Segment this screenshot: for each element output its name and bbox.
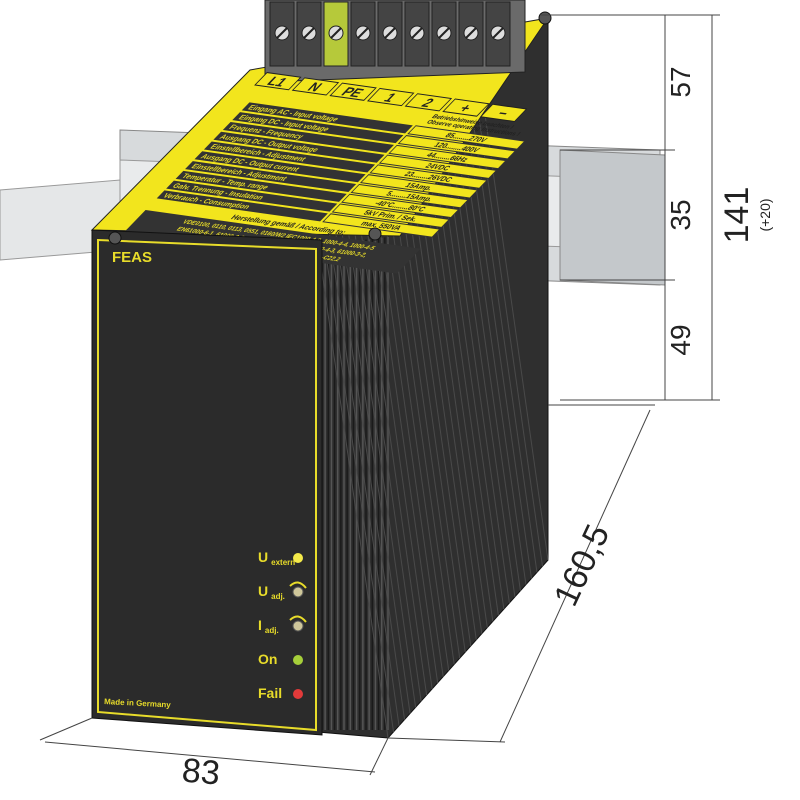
dim-top: 57 (665, 66, 696, 97)
potentiometer-icon[interactable] (292, 620, 304, 632)
terminal-label: N (291, 77, 340, 96)
terminal-block (264, 0, 526, 83)
dim-height-extra: (+20) (757, 198, 773, 231)
dim-depth: 160,5 (547, 519, 617, 612)
brand-logo: FEAS (112, 249, 152, 266)
made-in-germany: Made in Germany (104, 697, 172, 710)
terminal (323, 1, 349, 67)
terminal-label: PE (329, 82, 377, 101)
fin-edge (356, 199, 428, 696)
fin-edge (317, 242, 389, 739)
screw-icon (538, 11, 552, 25)
fin-edge (323, 236, 395, 732)
svg-text:15Amp.: 15Amp. (403, 181, 435, 192)
dim-width: 83 (180, 751, 221, 792)
front-panel (91, 229, 323, 736)
potentiometer-icon[interactable] (292, 586, 304, 598)
fin-edge (394, 156, 466, 653)
fin-edge (345, 212, 417, 708)
screw-icon (108, 231, 122, 245)
terminal-label: + (442, 98, 490, 117)
led-green-icon (293, 655, 303, 665)
terminal-label: L1 (254, 72, 302, 91)
dim-rail: 35 (665, 199, 696, 230)
fin-edge (350, 206, 422, 702)
fin-edge (361, 193, 433, 689)
label-row: Temperatur - Temp. range-40°C........80°… (175, 170, 460, 219)
svg-text:24VDC: 24VDC (423, 162, 452, 172)
terminal-label: 1 (366, 87, 415, 107)
fin-edge (460, 83, 532, 579)
svg-text:On: On (258, 651, 277, 667)
terminal-label: − (479, 103, 528, 122)
front-panel-border (97, 238, 317, 732)
indicator-on: On (258, 651, 303, 667)
terminal-label: 2 (404, 93, 453, 112)
fin-edge (339, 218, 411, 714)
fin-edge (416, 132, 488, 628)
fin-edge (389, 163, 461, 659)
fin-edge (328, 230, 400, 726)
dimension-lines (39, 14, 720, 776)
screw-icon (368, 227, 382, 241)
indicator-fail: Fail (258, 685, 303, 701)
fin-edge (334, 224, 406, 720)
svg-text:Fail: Fail (258, 685, 282, 701)
led-yellow-icon (293, 553, 303, 563)
led-red-icon (293, 689, 303, 699)
dim-bottom: 49 (665, 324, 696, 355)
dim-height: 141 (718, 187, 756, 244)
